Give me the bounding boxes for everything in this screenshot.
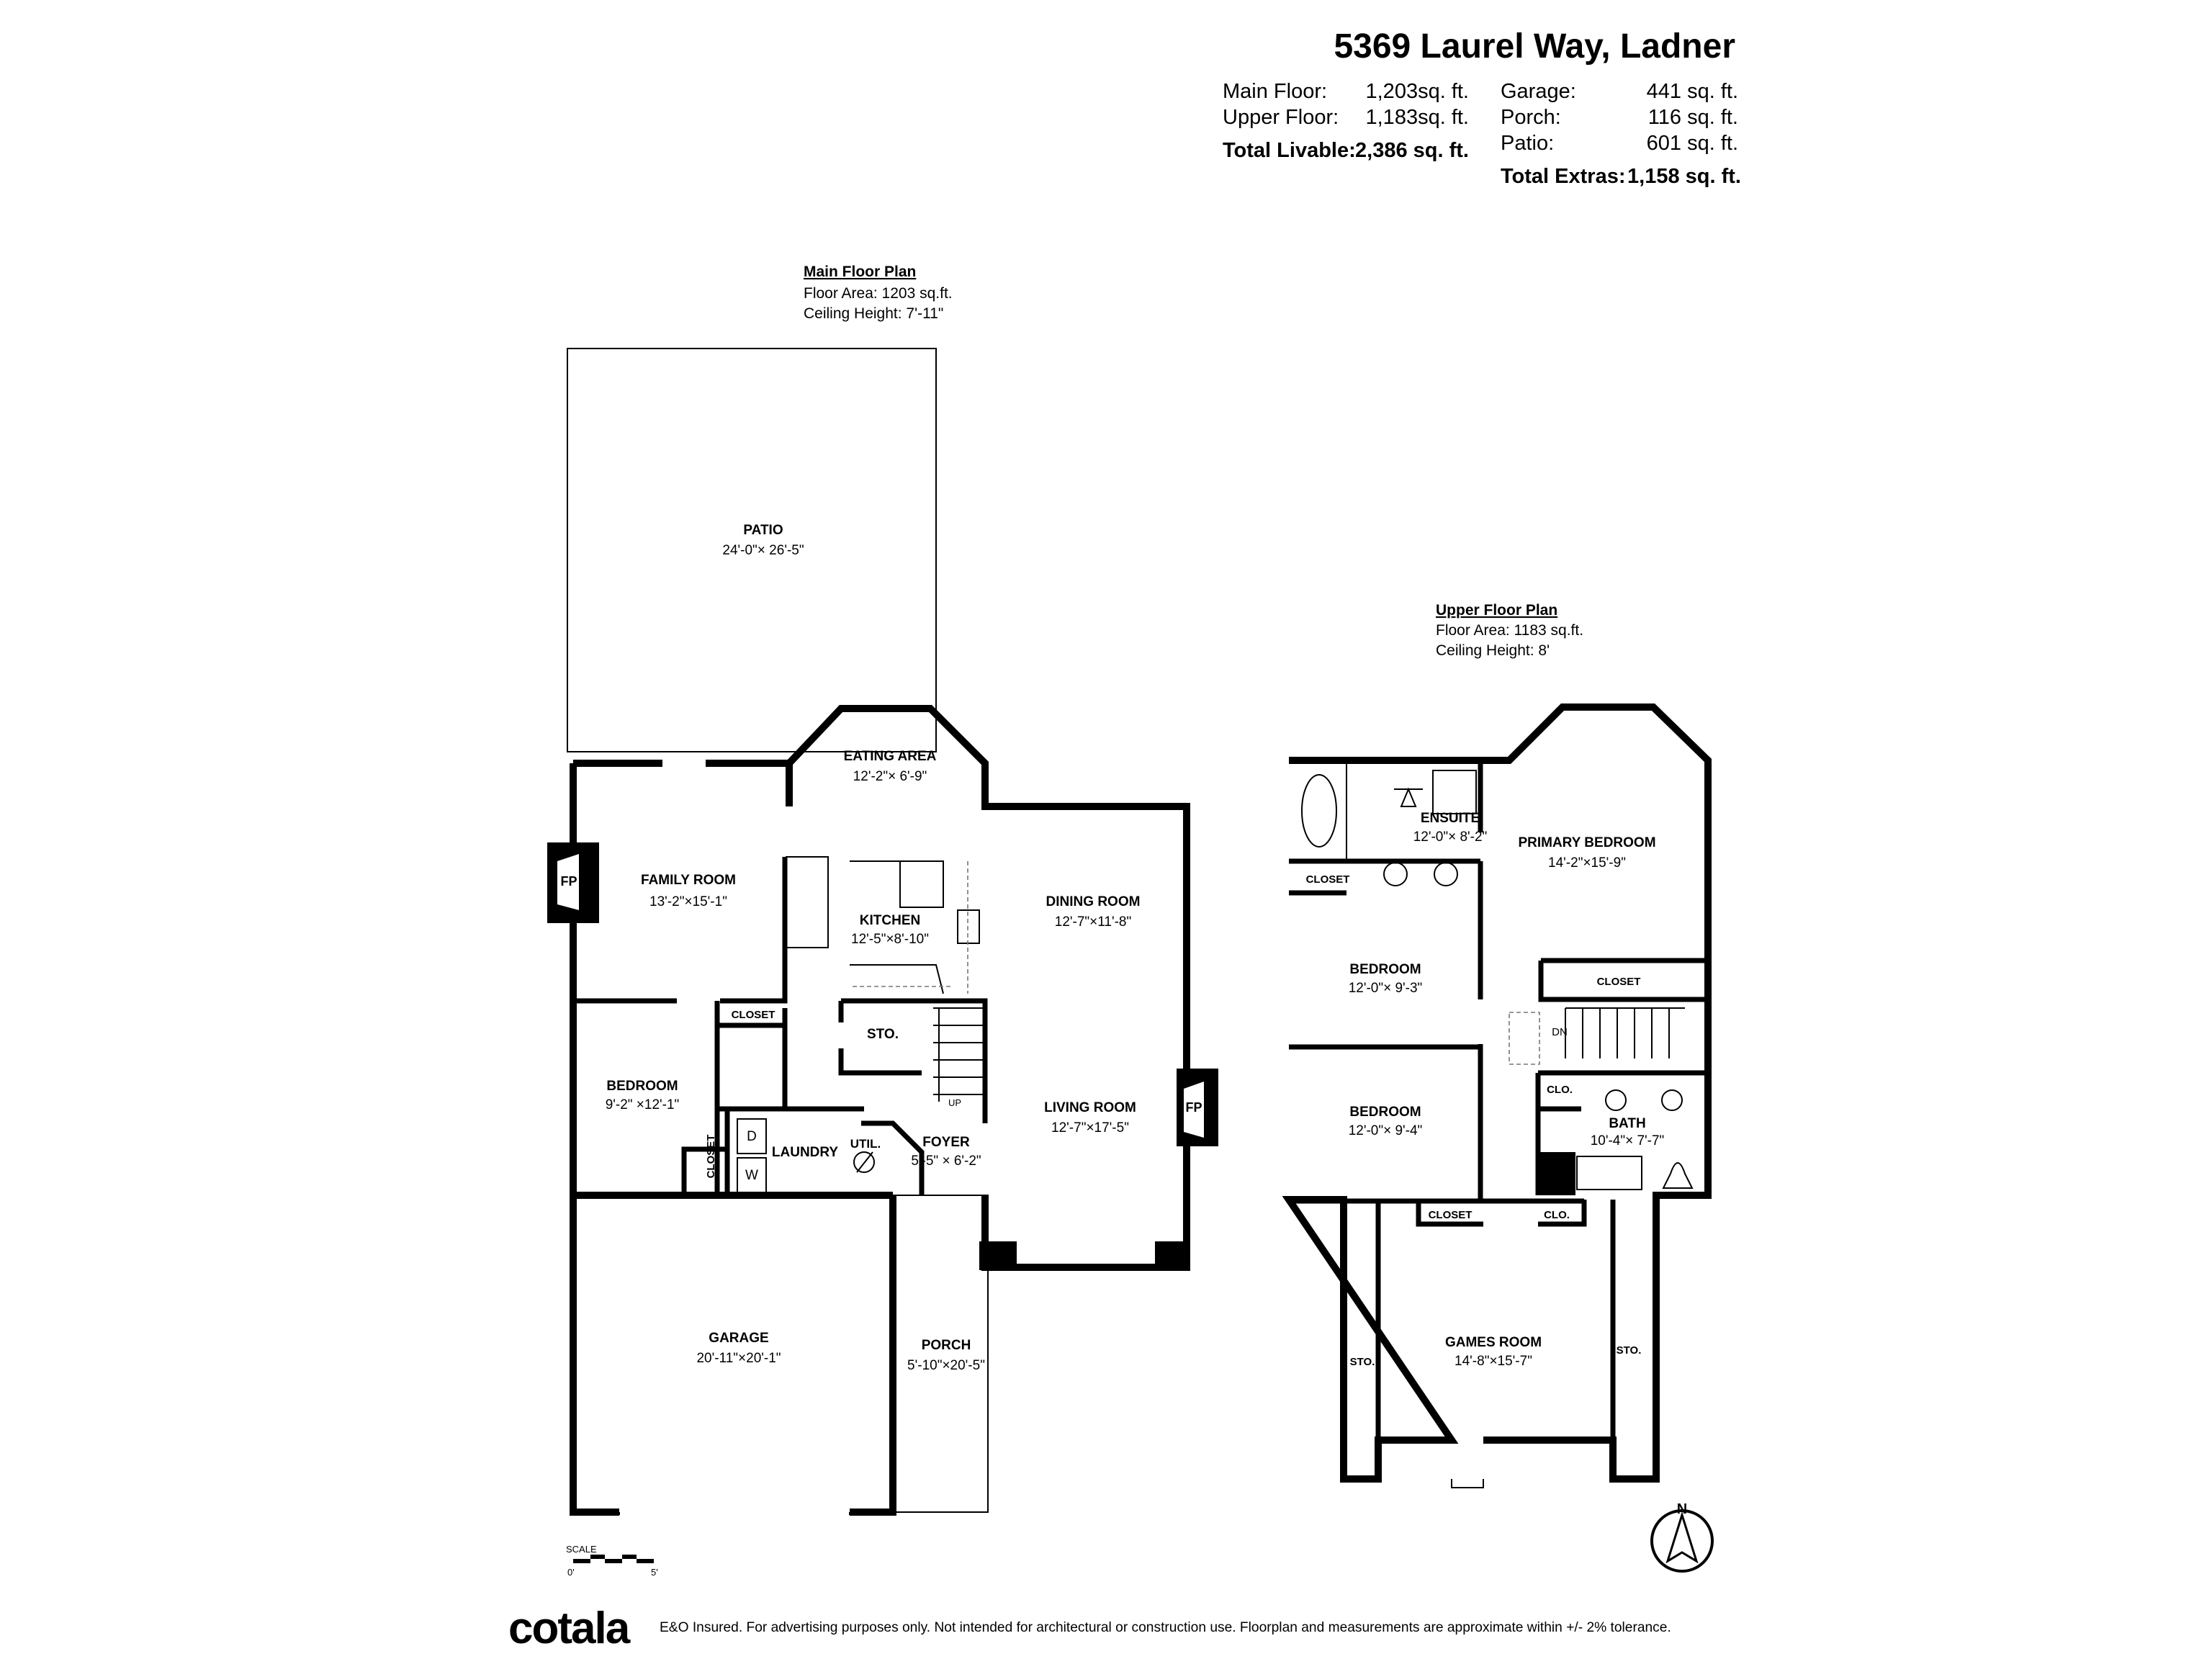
- scale-start: 0': [567, 1567, 575, 1578]
- disclaimer: E&O Insured. For advertising purposes on…: [660, 1620, 1671, 1635]
- room-dim-dining: 12'-7"×11'-8": [1055, 914, 1132, 930]
- upper-floor-walls: [1282, 703, 1712, 1488]
- room-name-kitchen: KITCHEN: [860, 913, 920, 928]
- room-name-bedroom-2: BEDROOM: [1349, 1105, 1421, 1120]
- fp-label: FP: [560, 874, 577, 889]
- garage-label: Garage:: [1501, 80, 1576, 103]
- room-dim-kitchen: 12'-5"×8'-10": [851, 932, 929, 947]
- room-dim-living: 12'-7"×17'-5": [1051, 1120, 1129, 1136]
- room-dim-bedroom: 9'-2" ×12'-1": [606, 1097, 680, 1112]
- room-dim-eating: 12'-2"× 6'-9": [853, 769, 927, 784]
- cotala-logo: cotala: [508, 1604, 631, 1653]
- fireplace-living-room: FP: [1177, 1069, 1218, 1146]
- room-name-garage: GARAGE: [709, 1331, 768, 1346]
- room-name-dining: DINING ROOM: [1046, 894, 1141, 909]
- dryer-label: D: [747, 1129, 757, 1144]
- fireplace-family-room: FP: [547, 842, 599, 923]
- fp-label: FP: [1185, 1100, 1202, 1115]
- upper-floor-title: Upper Floor Plan: [1436, 602, 1557, 619]
- upper-floor-ceiling: Ceiling Height: 8': [1436, 642, 1550, 659]
- main-floor-walls: [570, 705, 1190, 1516]
- washer-label: W: [745, 1168, 758, 1183]
- upper-floor-area: Floor Area: 1183 sq.ft.: [1436, 622, 1583, 639]
- column: [979, 1241, 1017, 1270]
- laundry-label: LAUNDRY: [772, 1145, 839, 1160]
- room-name-porch: PORCH: [922, 1338, 971, 1353]
- room-name-ensuite: ENSUITE: [1421, 811, 1480, 826]
- room-name-games-room: GAMES ROOM: [1445, 1335, 1542, 1350]
- upper-floor-label: Upper Floor:: [1223, 106, 1339, 129]
- closet-label: CLOSET: [1429, 1209, 1473, 1221]
- column: [1155, 1241, 1190, 1270]
- closet-label: CLOSET: [732, 1009, 775, 1021]
- upper-floor-value: 1,183sq. ft.: [1366, 106, 1470, 129]
- porch-label: Porch:: [1501, 106, 1561, 129]
- porch-value: 116 sq. ft.: [1648, 106, 1738, 129]
- total-livable-label: Total Livable:: [1223, 139, 1356, 162]
- address-title: 5369 Laurel Way, Ladner: [1334, 27, 1735, 66]
- room-dim-primary-bedroom: 14'-2"×15'-9": [1548, 855, 1626, 871]
- room-dim-bedroom-2: 12'-0"× 9'-4": [1349, 1123, 1423, 1138]
- room-name-eating: EATING AREA: [844, 749, 937, 764]
- room-name-patio: PATIO: [743, 523, 783, 538]
- storage-label: STO.: [867, 1027, 899, 1042]
- main-floor-value: 1,203sq. ft.: [1366, 80, 1470, 103]
- total-extras-label: Total Extras:: [1501, 165, 1626, 188]
- room-name-family: FAMILY ROOM: [641, 873, 736, 888]
- room-name-bedroom-1: BEDROOM: [1349, 962, 1421, 977]
- scale-label: SCALE: [566, 1544, 597, 1555]
- scale-end: 5': [651, 1567, 658, 1578]
- room-dim-bedroom-1: 12'-0"× 9'-3": [1349, 981, 1423, 996]
- room-name-living: LIVING ROOM: [1044, 1100, 1136, 1115]
- room-dim-garage: 20'-11"×20'-1": [696, 1351, 781, 1366]
- total-extras-value: 1,158 sq. ft.: [1627, 165, 1741, 188]
- room-dim-family: 13'-2"×15'-1": [649, 894, 727, 909]
- patio-outline: [567, 348, 937, 752]
- closet-label: CLO.: [1544, 1209, 1570, 1221]
- main-floor-area: Floor Area: 1203 sq.ft.: [804, 285, 953, 302]
- scale-bar: SCALE 0' 5': [566, 1544, 658, 1578]
- upper-floor-plan: Upper Floor Plan Floor Area: 1183 sq.ft.…: [1282, 602, 1712, 1488]
- closet-label: CLOSET: [1306, 873, 1350, 886]
- room-dim-games-room: 14'-8"×15'-7": [1455, 1354, 1532, 1369]
- patio-value: 601 sq. ft.: [1647, 132, 1738, 155]
- garage-value: 441 sq. ft.: [1647, 80, 1738, 103]
- closet-label: CLOSET: [1597, 976, 1641, 988]
- main-floor-ceiling: Ceiling Height: 7'-11": [804, 305, 943, 322]
- header: 5369 Laurel Way, Ladner Main Floor: 1,20…: [1223, 27, 1741, 188]
- closet-label-vertical: CLOSET: [705, 1135, 717, 1179]
- room-name-bath: BATH: [1609, 1116, 1645, 1131]
- utility-label: UTIL.: [850, 1137, 881, 1151]
- footer: cotala E&O Insured. For advertising purp…: [508, 1604, 1671, 1653]
- storage-label: STO.: [1350, 1356, 1375, 1368]
- storage-label: STO.: [1617, 1344, 1642, 1357]
- main-floor-title: Main Floor Plan: [804, 264, 916, 280]
- room-name-bedroom: BEDROOM: [606, 1079, 678, 1094]
- room-dim-patio: 24'-0"× 26'-5": [722, 543, 804, 558]
- room-dim-foyer: 5'-5" × 6'-2": [911, 1154, 981, 1169]
- stairs-down-label: DN: [1552, 1026, 1568, 1038]
- main-floor-plan: Main Floor Plan Floor Area: 1203 sq.ft. …: [547, 264, 1218, 1516]
- main-floor-label: Main Floor:: [1223, 80, 1327, 103]
- room-dim-bath: 10'-4"× 7'-7": [1591, 1133, 1665, 1148]
- closet-label: CLO.: [1547, 1084, 1573, 1096]
- room-name-foyer: FOYER: [922, 1135, 970, 1150]
- north-compass-icon: N: [1650, 1501, 1714, 1573]
- room-name-primary-bedroom: PRIMARY BEDROOM: [1518, 835, 1655, 850]
- room-dim-ensuite: 12'-0"× 8'-2": [1413, 830, 1488, 845]
- room-dim-porch: 5'-10"×20'-5": [907, 1358, 985, 1373]
- patio-label: Patio:: [1501, 132, 1554, 155]
- stairs-up-label: UP: [948, 1097, 961, 1108]
- total-livable-value: 2,386 sq. ft.: [1355, 139, 1469, 162]
